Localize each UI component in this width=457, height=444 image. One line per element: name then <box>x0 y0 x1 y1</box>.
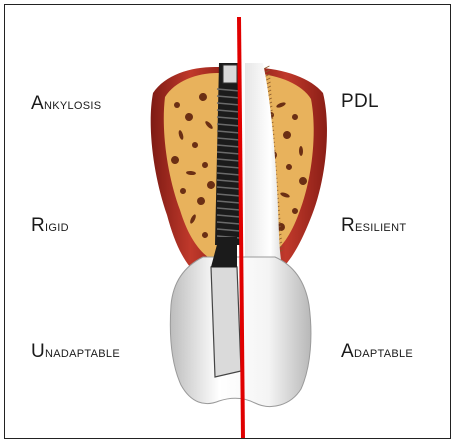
label-pdl: PDL <box>341 91 379 113</box>
label-resilient: Resilient <box>341 215 406 237</box>
implant-collar <box>223 65 237 83</box>
label-adaptable: Adaptable <box>341 341 413 363</box>
label-unadaptable: Unadaptable <box>31 341 120 363</box>
label-ankylosis: Ankylosis <box>31 93 101 115</box>
implant-abutment <box>211 267 241 377</box>
diagram-frame: Ankylosis Rigid Unadaptable PDL Resilien… <box>4 4 451 439</box>
label-rigid: Rigid <box>31 215 69 237</box>
